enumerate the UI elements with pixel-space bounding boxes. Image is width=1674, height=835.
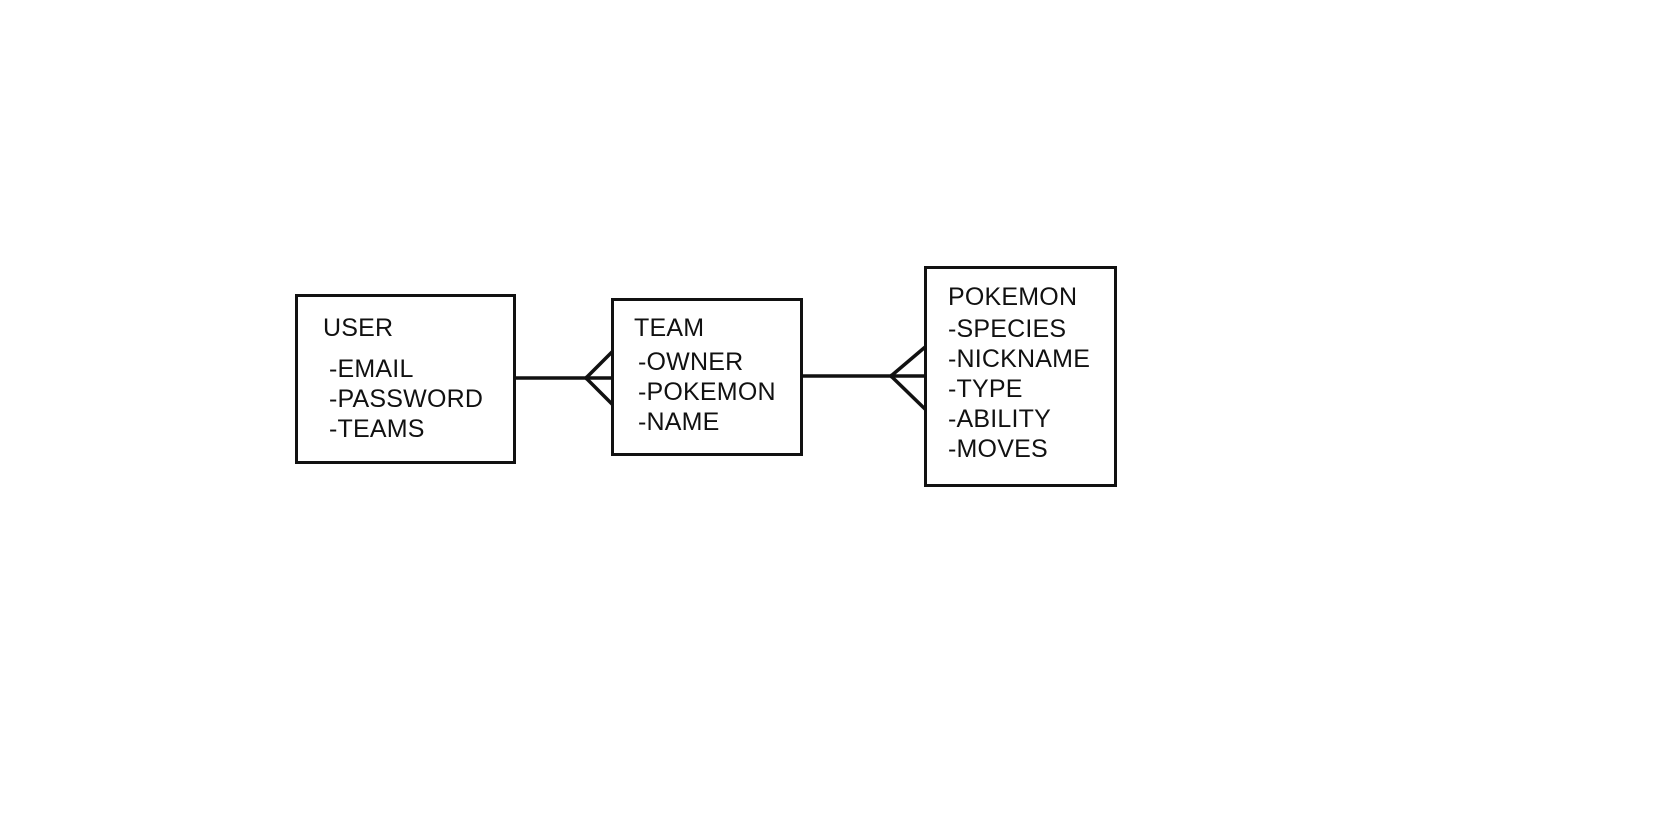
entity-title: TEAM — [634, 314, 705, 342]
crows-foot-lower-prong — [583, 375, 614, 406]
attribute-owner: -OWNER — [638, 348, 744, 376]
relationship-team-pokemon — [801, 345, 927, 411]
relationship-user-team — [515, 350, 614, 406]
attribute-type: -TYPE — [948, 375, 1023, 403]
attribute-name: -NAME — [638, 408, 720, 436]
attribute-list: -SPECIES -NICKNAME -TYPE -ABILITY -MOVES — [948, 314, 1090, 464]
attribute-list: -OWNER -POKEMON -NAME — [638, 347, 776, 437]
attribute-species: -SPECIES — [948, 315, 1067, 343]
crows-foot-upper-prong — [888, 345, 927, 379]
entity-user: USER -EMAIL -PASSWORD -TEAMS — [295, 294, 516, 464]
attribute-moves: -MOVES — [948, 435, 1048, 463]
attribute-email: -EMAIL — [329, 355, 414, 383]
attribute-list: -EMAIL -PASSWORD -TEAMS — [329, 354, 483, 444]
attribute-pokemon: -POKEMON — [638, 378, 776, 406]
crows-foot-upper-prong — [583, 350, 614, 381]
entity-pokemon: POKEMON -SPECIES -NICKNAME -TYPE -ABILIT… — [924, 266, 1117, 487]
entity-team: TEAM -OWNER -POKEMON -NAME — [611, 298, 803, 456]
entity-title: POKEMON — [948, 283, 1078, 311]
entity-title: USER — [323, 314, 394, 342]
crows-foot-lower-prong — [888, 373, 927, 411]
attribute-nickname: -NICKNAME — [948, 345, 1091, 373]
attribute-password: -PASSWORD — [329, 385, 484, 413]
attribute-teams: -TEAMS — [329, 415, 425, 443]
attribute-ability: -ABILITY — [948, 405, 1052, 433]
